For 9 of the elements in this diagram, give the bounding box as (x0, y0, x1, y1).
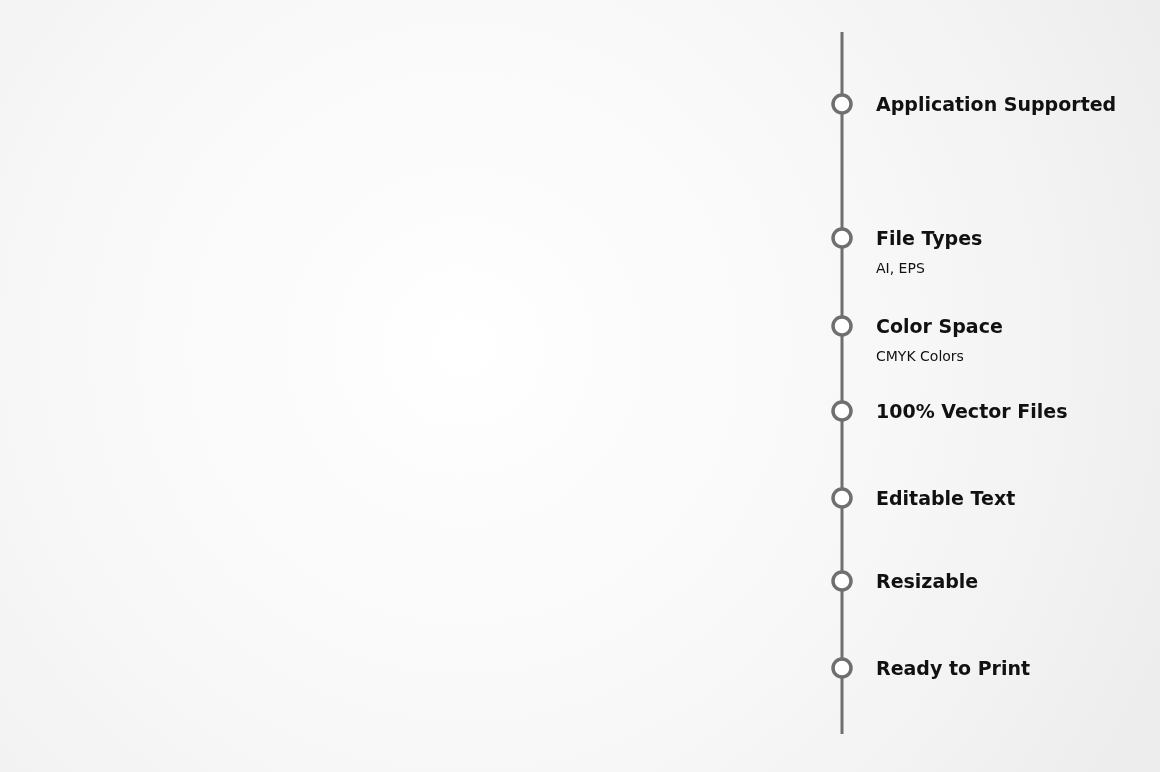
feature-detail: AI, EPS (876, 259, 925, 277)
feature-heading: Editable Text (876, 486, 1016, 510)
feature-heading: Color Space (876, 314, 1003, 338)
feature-heading: Resizable (876, 569, 979, 593)
feature-heading: 100% Vector Files (876, 399, 1068, 423)
feature-heading: Ready to Print (876, 656, 1031, 680)
feature-heading: File Types (876, 226, 983, 250)
feature-detail: CMYK Colors (876, 347, 964, 365)
feature-heading: Application Supported (876, 92, 1117, 116)
